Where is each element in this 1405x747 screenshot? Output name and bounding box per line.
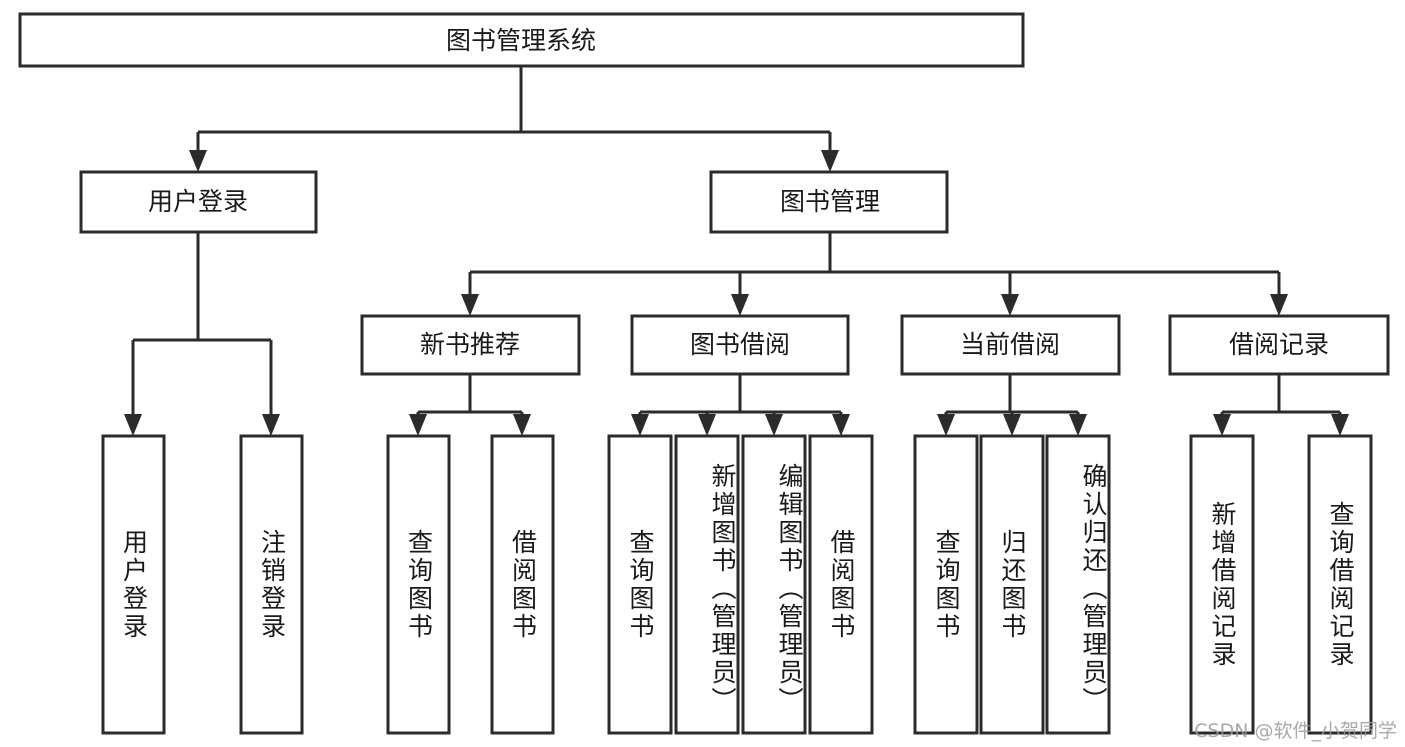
leaf-box-borrow-book-1[interactable] xyxy=(490,434,555,735)
leaf-box-logout[interactable] xyxy=(239,434,304,735)
leaf-box-add-book[interactable] xyxy=(674,434,740,735)
connector-currentborrow-to-leaves xyxy=(937,374,1087,436)
node-borrow-records-label: 借阅记录 xyxy=(1229,330,1329,359)
node-root[interactable]: 图书管理系统 xyxy=(18,12,1025,68)
node-book-management-box[interactable] xyxy=(709,170,949,234)
leaf-box-confirm-return[interactable] xyxy=(1045,434,1111,735)
leaf-box-edit-book[interactable] xyxy=(741,434,807,735)
leaf-box-return-book[interactable] xyxy=(979,434,1045,735)
leaf-box-query-book-3[interactable] xyxy=(913,434,979,735)
connector-bookborrow-to-leaves xyxy=(631,374,850,436)
node-user-login[interactable]: 用户登录 xyxy=(79,170,318,234)
connector-borrowrecords-to-leaves xyxy=(1213,374,1349,436)
leaf-box-user-login[interactable] xyxy=(101,434,166,735)
connector-root-to-level2 xyxy=(189,66,839,172)
node-book-management[interactable]: 图书管理 xyxy=(709,170,949,234)
node-new-book-recommend-box[interactable] xyxy=(360,314,581,376)
leaf-box-borrow-book-2[interactable] xyxy=(808,434,874,735)
connector-userlogin-to-leaves xyxy=(124,232,280,436)
node-new-book-recommend-label: 新书推荐 xyxy=(420,330,520,359)
connector-bookmgmt-to-level3 xyxy=(461,232,1288,316)
node-book-borrow-label: 图书借阅 xyxy=(690,330,790,359)
node-book-borrow[interactable]: 图书借阅 xyxy=(630,314,850,376)
node-book-borrow-box[interactable] xyxy=(630,314,850,376)
node-user-login-label: 用户登录 xyxy=(148,187,248,216)
node-borrow-records-box[interactable] xyxy=(1168,314,1390,376)
leaf-box-query-record[interactable] xyxy=(1307,434,1373,735)
node-current-borrow-box[interactable] xyxy=(900,314,1121,376)
node-book-management-label: 图书管理 xyxy=(780,187,880,216)
leaf-box-query-book-1[interactable] xyxy=(386,434,451,735)
node-current-borrow-label: 当前借阅 xyxy=(960,330,1060,359)
node-root-label: 图书管理系统 xyxy=(446,26,596,55)
connector-newbook-to-leaves xyxy=(409,374,531,436)
leaf-box-add-record[interactable] xyxy=(1189,434,1255,735)
node-root-box[interactable] xyxy=(18,12,1025,68)
watermark-text: CSDN @软件_小贺同学 xyxy=(1194,720,1397,742)
node-new-book-recommend[interactable]: 新书推荐 xyxy=(360,314,581,376)
node-current-borrow[interactable]: 当前借阅 xyxy=(900,314,1121,376)
node-borrow-records[interactable]: 借阅记录 xyxy=(1168,314,1390,376)
leaf-boxes[interactable] xyxy=(101,434,1373,735)
node-user-login-box[interactable] xyxy=(79,170,318,234)
leaf-box-query-book-2[interactable] xyxy=(607,434,673,735)
